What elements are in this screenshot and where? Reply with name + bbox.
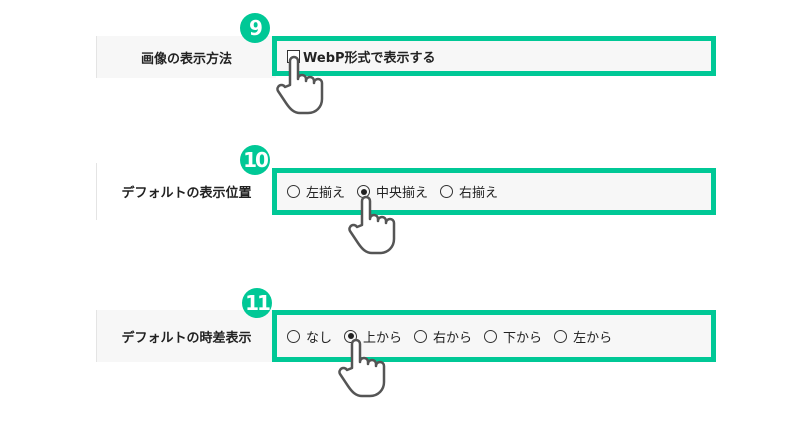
radio-bottom[interactable]: 下から bbox=[484, 327, 542, 346]
radio-from-right[interactable]: 右から bbox=[414, 327, 472, 346]
webp-checkbox-label[interactable]: WebP形式で表示する bbox=[303, 50, 436, 66]
radio-from-left[interactable]: 左から bbox=[554, 327, 612, 346]
radio-left[interactable]: 左揃え bbox=[287, 182, 345, 201]
step-badge-11: 11 bbox=[242, 288, 272, 318]
image-display-field: WebP形式で表示する bbox=[272, 36, 716, 76]
radio-top[interactable]: 上から bbox=[344, 327, 402, 346]
radio-right[interactable]: 右揃え bbox=[440, 182, 498, 201]
step-badge-9: 9 bbox=[240, 13, 270, 43]
hand-pointer-icon bbox=[348, 195, 396, 255]
hand-pointer-icon bbox=[276, 55, 324, 115]
default-timing-label: デフォルトの時差表示 bbox=[96, 310, 276, 362]
default-position-field: 左揃え 中央揃え 右揃え bbox=[272, 168, 716, 215]
step-badge-10: 10 bbox=[240, 145, 270, 175]
image-display-label: 画像の表示方法 bbox=[96, 36, 276, 78]
hand-pointer-icon bbox=[338, 338, 386, 398]
default-timing-field: なし 上から 右から 下から 左から bbox=[272, 310, 716, 362]
default-position-label: デフォルトの表示位置 bbox=[96, 163, 276, 220]
radio-none[interactable]: なし bbox=[287, 327, 332, 346]
